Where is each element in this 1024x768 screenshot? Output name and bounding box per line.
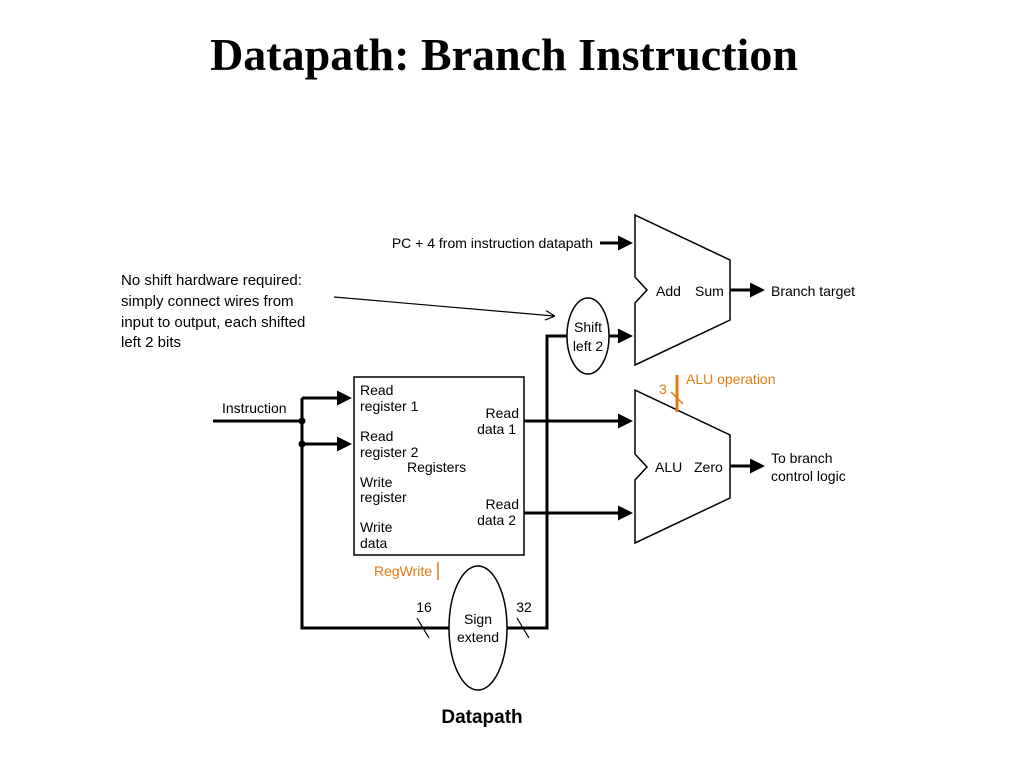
- regwrite-label: RegWrite: [374, 563, 432, 579]
- note-line-4: left 2 bits: [121, 334, 181, 351]
- sign-extend-out-wire: [507, 334, 567, 630]
- sign-label-1: Sign: [464, 611, 492, 627]
- alu-operation-label: ALU operation: [686, 371, 776, 387]
- read-data-1-label: Read: [486, 405, 519, 421]
- sum-label: Sum: [695, 283, 724, 299]
- registers-name-label: Registers: [407, 459, 466, 475]
- read-register-2-label: Read: [360, 428, 393, 444]
- read-data-2-label: Read: [486, 496, 519, 512]
- junction-dot-1: [298, 417, 306, 425]
- bits-16-slash: [416, 617, 430, 639]
- alu-unit: [634, 388, 731, 545]
- sign-extend-unit: [448, 565, 508, 691]
- pc4-label: PC + 4 from instruction datapath: [392, 235, 593, 251]
- alu-label: ALU: [655, 459, 682, 475]
- zero-label: Zero: [694, 459, 723, 475]
- alu-op-slash: [670, 391, 684, 405]
- shift-label-1: Shift: [574, 319, 602, 335]
- sign-label-2: extend: [457, 629, 499, 645]
- bits-32-label: 32: [516, 599, 532, 615]
- add-unit: [634, 213, 731, 367]
- note-line-2: simply connect wires from: [121, 293, 294, 310]
- diagram-labels: PC + 4 from instruction datapath Branch …: [222, 235, 855, 615]
- add-label: Add: [656, 283, 681, 299]
- control-signals: [437, 375, 684, 580]
- read-register-2-label-2: register 2: [360, 444, 419, 460]
- instruction-label: Instruction: [222, 400, 287, 416]
- note-line-1: No shift hardware required:: [121, 272, 302, 289]
- to-branch-label-2: control logic: [771, 468, 846, 484]
- read-data-1-label-2: data 1: [477, 421, 516, 437]
- datapath-caption: Datapath: [441, 707, 522, 728]
- note-pointer-arrow: [333, 296, 554, 316]
- shift-note: No shift hardware required: simply conne…: [121, 272, 305, 351]
- note-line-3: input to output, each shifted: [121, 314, 305, 331]
- shift-left-2-unit: [566, 297, 610, 375]
- branch-target-label: Branch target: [771, 283, 855, 299]
- write-data-label-2: data: [360, 535, 387, 551]
- to-branch-label: To branch: [771, 450, 832, 466]
- slide-title: Datapath: Branch Instruction: [210, 29, 798, 80]
- write-data-label: Write: [360, 519, 393, 535]
- read-data-2-label-2: data 2: [477, 512, 516, 528]
- wires: [213, 235, 765, 639]
- read-register-1-label-2: register 1: [360, 398, 419, 414]
- read-register-1-label: Read: [360, 382, 393, 398]
- register-file-labels: Read register 1 Read register 2 Register…: [360, 382, 519, 551]
- bits-32-slash: [516, 617, 530, 639]
- bits-16-label: 16: [416, 599, 432, 615]
- register-file: [353, 376, 525, 556]
- instruction-bus: [300, 398, 449, 630]
- shift-label-2: left 2: [573, 338, 604, 354]
- write-register-label: Write: [360, 474, 393, 490]
- write-register-label-2: register: [360, 489, 407, 505]
- alu-op-bits-label: 3: [659, 381, 667, 397]
- junction-dot-2: [298, 440, 306, 448]
